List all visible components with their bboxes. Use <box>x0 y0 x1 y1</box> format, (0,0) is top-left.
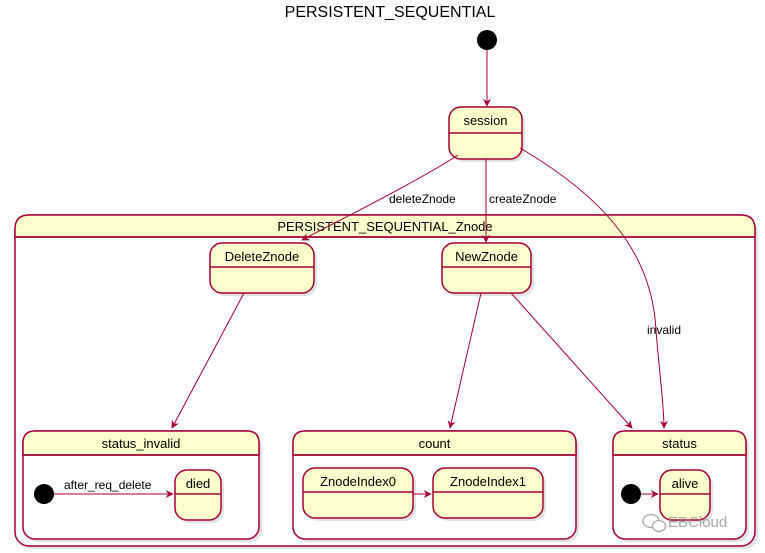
state-newznode-label: NewZnode <box>455 249 518 264</box>
state-count: count ZnodeIndex0 ZnodeIndex1 <box>292 430 579 542</box>
edge-label-create: createZnode <box>489 192 557 206</box>
state-deleteznode: DeleteZnode <box>209 242 317 296</box>
state-died-label: died <box>186 476 211 491</box>
edge-label-delete: deleteZnode <box>389 192 456 206</box>
state-session-label: session <box>463 113 507 128</box>
diagram-title: PERSISTENT_SEQUENTIAL <box>285 4 496 21</box>
state-newznode: NewZnode <box>441 242 534 296</box>
watermark: EBCloud <box>642 513 727 533</box>
state-alive <box>659 469 711 521</box>
state-died <box>174 469 222 521</box>
status-invalid-initial-dot <box>34 484 54 504</box>
state-count-label: count <box>419 436 451 451</box>
state-status-invalid-label: status_invalid <box>102 436 181 451</box>
edge-newznode-to-count <box>447 292 482 429</box>
edge-label-after-req-delete: after_req_delete <box>64 478 152 492</box>
state-znodeindex0 <box>302 467 414 519</box>
state-znodeindex0-label: ZnodeIndex0 <box>320 474 396 489</box>
wechat-icon <box>642 513 667 533</box>
state-deleteznode-label: DeleteZnode <box>225 249 299 264</box>
state-session: session <box>448 106 525 162</box>
state-znodeindex1 <box>432 467 544 519</box>
edge-newznode-to-status <box>510 292 633 429</box>
state-alive-label: alive <box>672 476 699 491</box>
edge-session-to-status <box>519 147 668 429</box>
state-status-label: status <box>662 436 697 451</box>
edge-session-to-deleteznode <box>301 154 459 241</box>
watermark-text: EBCloud <box>668 514 727 531</box>
state-znodeindex1-label: ZnodeIndex1 <box>450 474 526 489</box>
initial-state-dot <box>477 30 497 50</box>
status-initial-dot <box>621 484 641 504</box>
state-status-invalid: status_invalid after_req_delete died <box>22 430 262 542</box>
edge-label-invalid: invalid <box>647 323 681 337</box>
state-composite-label: PERSISTENT_SEQUENTIAL_Znode <box>277 219 492 234</box>
edge-deleteznode-to-statusinvalid <box>171 292 245 429</box>
